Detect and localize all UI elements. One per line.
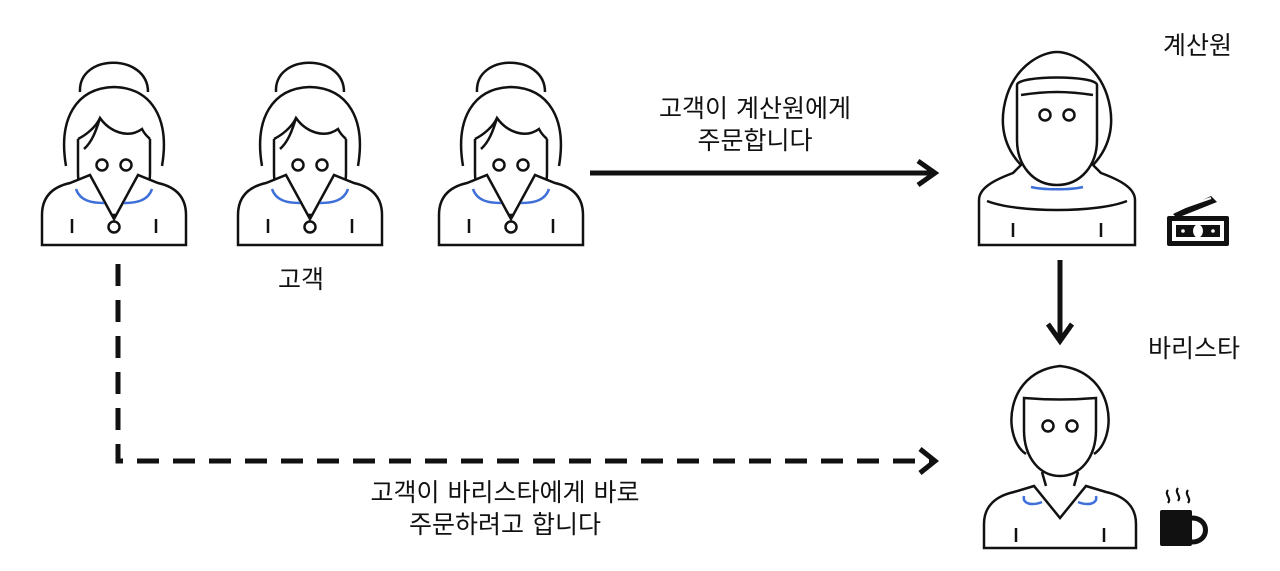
order-barista-caption: 고객이 바리스타에게 바로 주문하려고 합니다 (325, 477, 685, 541)
customer-icon (236, 61, 384, 247)
order-cashier-line2: 주문합니다 (697, 126, 813, 155)
order-barista-line1: 고객이 바리스타에게 바로 (370, 478, 640, 507)
customer-icon (40, 61, 188, 247)
order-cashier-caption: 고객이 계산원에게 주문합니다 (620, 93, 890, 157)
order-cashier-line1: 고객이 계산원에게 (659, 94, 851, 123)
cashier-to-barista-arrow (1045, 260, 1075, 346)
customer-label: 고객 (278, 265, 325, 294)
order-to-cashier-arrow (590, 158, 940, 188)
barista-label: 바리스타 (1148, 334, 1241, 363)
customer-icon (437, 61, 585, 247)
barista-icon (982, 364, 1138, 550)
order-barista-line2: 주문하려고 합니다 (409, 510, 601, 539)
money-icon (1167, 196, 1229, 246)
cashier-icon (977, 50, 1137, 247)
cashier-label: 계산원 (1163, 31, 1233, 60)
coffee-cup-icon (1160, 487, 1208, 546)
direct-order-dashed-arrow (115, 264, 940, 475)
